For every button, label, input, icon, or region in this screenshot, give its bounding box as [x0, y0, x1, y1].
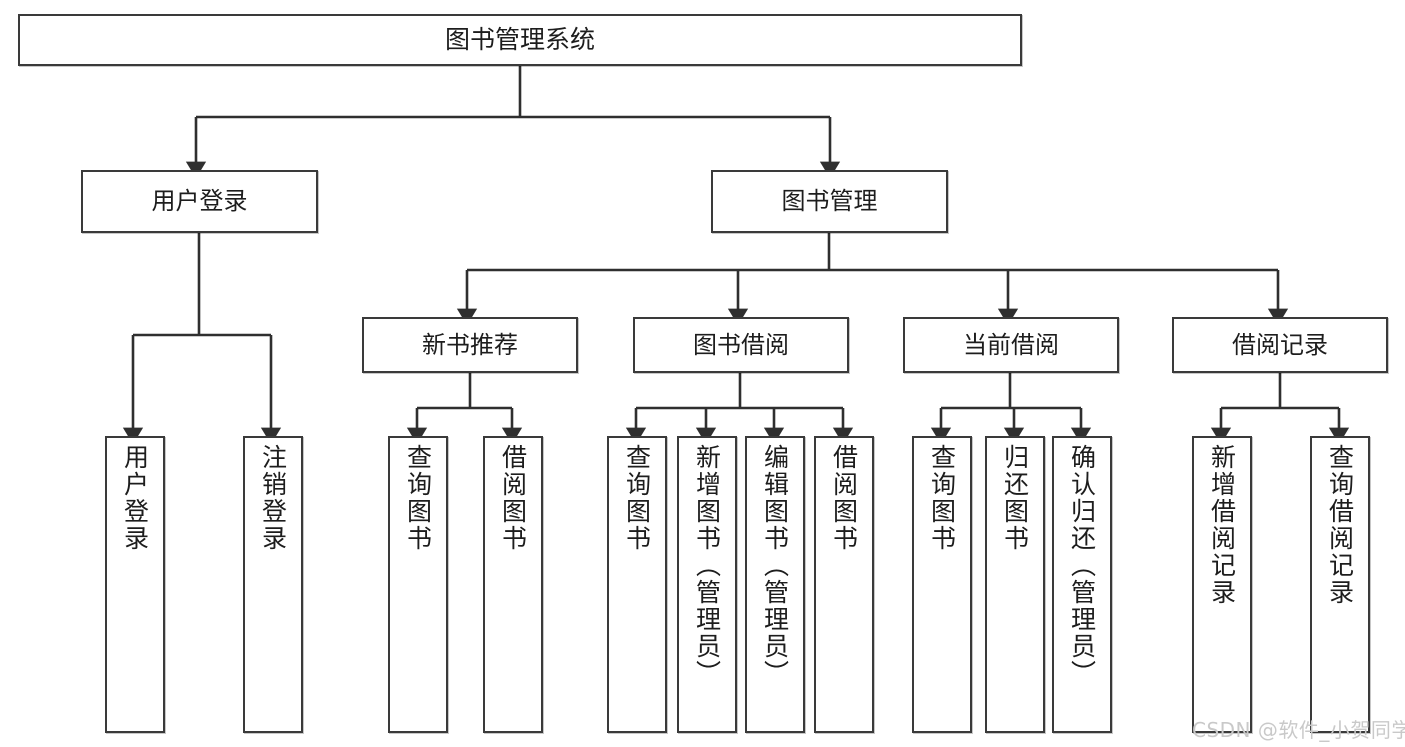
node-book-management[interactable]: 图书管理 — [711, 170, 948, 233]
node-label-current-borrow: 当前借阅 — [963, 330, 1059, 359]
node-label-book-borrow: 图书借阅 — [693, 330, 789, 359]
node-label-leaf-return-book: 归还图书 — [1000, 444, 1030, 552]
node-leaf-borrow-book-1[interactable]: 借阅图书 — [483, 436, 543, 733]
node-label-new-book-recommend: 新书推荐 — [422, 330, 518, 359]
node-label-borrow-record: 借阅记录 — [1232, 330, 1328, 359]
node-leaf-confirm-return[interactable]: 确认归还（管理员） — [1052, 436, 1112, 733]
node-leaf-return-book[interactable]: 归还图书 — [985, 436, 1045, 733]
node-label-leaf-add-record: 新增借阅记录 — [1207, 444, 1237, 606]
node-leaf-query-book-1[interactable]: 查询图书 — [388, 436, 448, 733]
node-label-leaf-confirm-return: 确认归还（管理员） — [1067, 444, 1097, 687]
node-book-borrow[interactable]: 图书借阅 — [633, 317, 849, 373]
node-label-leaf-add-book: 新增图书（管理员） — [692, 444, 722, 687]
node-label-root: 图书管理系统 — [444, 25, 595, 55]
node-leaf-add-book[interactable]: 新增图书（管理员） — [677, 436, 737, 733]
node-label-user-login: 用户登录 — [151, 187, 248, 216]
node-root[interactable]: 图书管理系统 — [18, 14, 1022, 66]
node-label-leaf-edit-book: 编辑图书（管理员） — [760, 444, 790, 687]
node-new-book-recommend[interactable]: 新书推荐 — [362, 317, 578, 373]
node-leaf-borrow-book-2[interactable]: 借阅图书 — [814, 436, 874, 733]
node-leaf-user-login[interactable]: 用户登录 — [105, 436, 165, 733]
node-label-leaf-query-book-3: 查询图书 — [927, 444, 957, 552]
node-leaf-edit-book[interactable]: 编辑图书（管理员） — [745, 436, 805, 733]
node-user-login[interactable]: 用户登录 — [81, 170, 318, 233]
node-leaf-query-record[interactable]: 查询借阅记录 — [1310, 436, 1370, 733]
node-label-leaf-borrow-book-2: 借阅图书 — [829, 444, 859, 552]
node-label-leaf-query-book-1: 查询图书 — [403, 444, 433, 552]
node-label-leaf-user-login: 用户登录 — [120, 444, 150, 552]
node-leaf-logout[interactable]: 注销登录 — [243, 436, 303, 733]
node-borrow-record[interactable]: 借阅记录 — [1172, 317, 1388, 373]
node-leaf-add-record[interactable]: 新增借阅记录 — [1192, 436, 1252, 733]
node-label-leaf-logout: 注销登录 — [258, 444, 288, 552]
node-leaf-query-book-2[interactable]: 查询图书 — [607, 436, 667, 733]
node-leaf-query-book-3[interactable]: 查询图书 — [912, 436, 972, 733]
node-label-leaf-query-book-2: 查询图书 — [622, 444, 652, 552]
node-label-leaf-query-record: 查询借阅记录 — [1325, 444, 1355, 606]
node-label-book-management: 图书管理 — [781, 187, 878, 216]
node-current-borrow[interactable]: 当前借阅 — [903, 317, 1119, 373]
node-label-leaf-borrow-book-1: 借阅图书 — [498, 444, 528, 552]
csdn-watermark: CSDN @软件_小贺同学 — [1192, 718, 1405, 742]
